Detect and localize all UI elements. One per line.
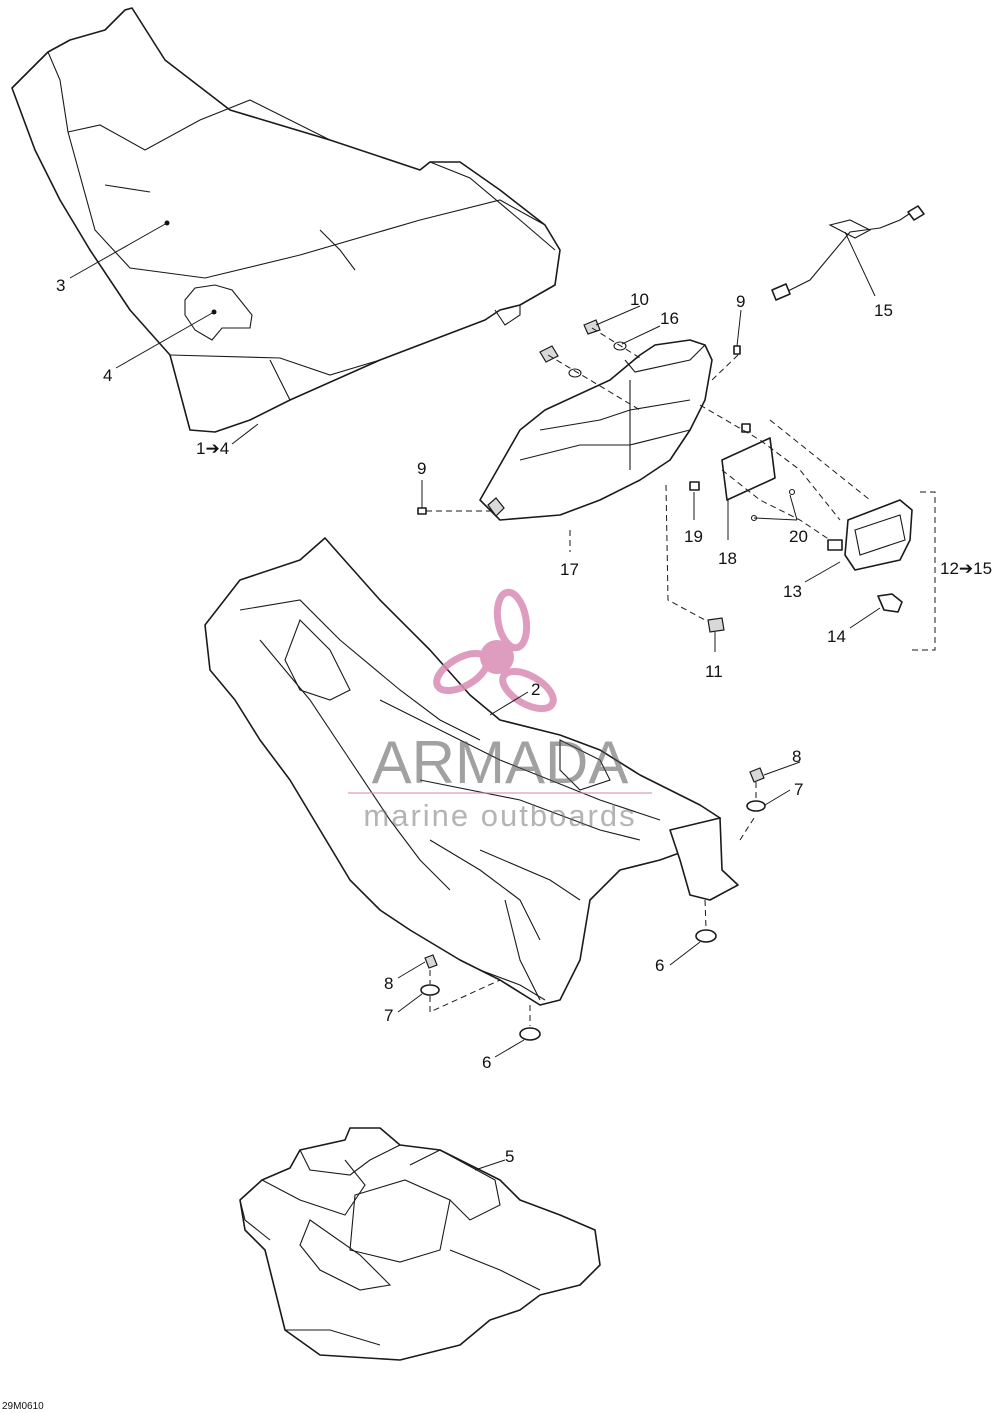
callout-labels: 3 4 1➔4 10 16 9 15 9 17 19 18 20 12➔15 1… xyxy=(56,276,992,1166)
callout-14: 14 xyxy=(827,627,846,646)
callout-15: 15 xyxy=(874,301,893,320)
callout-13: 13 xyxy=(783,582,802,601)
callout-7-right: 7 xyxy=(794,780,803,799)
callout-1-to-4: 1➔4 xyxy=(196,439,229,458)
callout-20: 20 xyxy=(789,527,808,546)
callout-11: 11 xyxy=(705,662,723,681)
callout-19: 19 xyxy=(684,527,703,546)
callout-2: 2 xyxy=(531,680,540,699)
callout-6-left: 6 xyxy=(482,1053,491,1072)
callout-8-right: 8 xyxy=(792,747,801,766)
callout-5: 5 xyxy=(505,1147,514,1166)
watermark-propeller-icon xyxy=(433,588,557,713)
callout-17: 17 xyxy=(560,560,579,579)
tail-light-assembly xyxy=(417,205,936,651)
callout-8-left: 8 xyxy=(384,974,393,993)
callout-4: 4 xyxy=(103,366,112,385)
watermark-tagline: marine outboards xyxy=(363,798,636,833)
seat-assembly xyxy=(11,7,561,433)
leader-lines xyxy=(69,222,881,1171)
watermark: ARMADA marine outboards xyxy=(348,588,652,833)
callout-12-to-15: 12➔15 xyxy=(940,559,992,578)
seat-support-body xyxy=(204,537,766,1041)
callout-7-left: 7 xyxy=(384,1006,393,1025)
callout-10: 10 xyxy=(630,290,649,309)
callout-18: 18 xyxy=(718,549,737,568)
callout-9-upper: 9 xyxy=(736,292,745,311)
watermark-brand: ARMADA xyxy=(372,729,629,796)
drawing-code: 29M0610 xyxy=(2,1401,44,1412)
callout-16: 16 xyxy=(660,309,679,328)
callout-3: 3 xyxy=(56,276,65,295)
storage-tray xyxy=(239,1127,601,1361)
callout-9-lower: 9 xyxy=(417,459,426,478)
callout-6-right: 6 xyxy=(655,956,664,975)
